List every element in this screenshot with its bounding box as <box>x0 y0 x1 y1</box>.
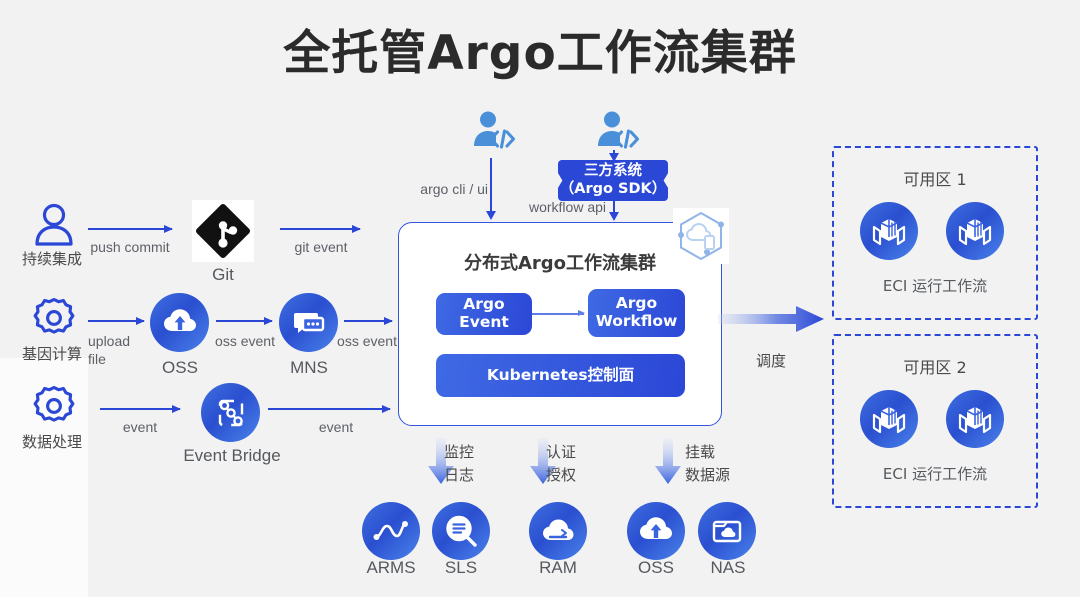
arrow-label-monitor-log-line1: 监控 <box>444 444 475 461</box>
gear-icon <box>32 384 76 428</box>
arrow-label-auth: 认证 授权 <box>546 442 606 487</box>
middleware-label-event-bridge: Event Bridge <box>183 446 281 465</box>
kubernetes-control-plane-box[interactable]: Kubernetes控制面 <box>436 354 685 397</box>
argo-workflow-line1: Argo <box>615 294 658 313</box>
arrow-mount-data <box>655 438 681 484</box>
arrow-label-eb-event: event <box>318 419 354 435</box>
arrow-argo-cli <box>486 158 496 220</box>
arrow-auth <box>530 438 556 484</box>
container-icon <box>860 202 918 260</box>
arrow-label-auth-line1: 认证 <box>546 444 577 461</box>
arrow-label-mount-data-line2: 数据源 <box>685 466 731 484</box>
gear-icon <box>32 296 76 340</box>
arrow-monitor-log <box>428 438 454 484</box>
arrow-eb-event <box>268 404 391 413</box>
nas-folder-icon <box>698 502 756 560</box>
cloud-hexagon-icon <box>673 208 729 264</box>
left-accent-band <box>0 358 88 597</box>
container-icon <box>860 390 918 448</box>
arrow-label-monitor-log-line2: 日志 <box>444 466 475 484</box>
arrow-label-monitor-log: 监控 日志 <box>444 442 504 487</box>
git-icon <box>192 200 254 262</box>
cloud-upload-icon <box>150 293 209 352</box>
user-icon <box>33 203 75 247</box>
zone-1-title: 可用区 1 <box>903 170 967 189</box>
container-icon <box>946 390 1004 448</box>
arrow-label-auth-line2: 授权 <box>546 466 577 484</box>
cloud-upload-icon <box>627 502 685 560</box>
middleware-label-git: Git <box>212 265 234 284</box>
argo-event-box[interactable]: Argo Event <box>436 293 532 335</box>
arrow-label-oss-event-1: oss event <box>215 333 275 349</box>
arrow-label-upload-file-text: upload file <box>88 333 131 368</box>
service-label-ram: RAM <box>539 558 577 577</box>
sdk-box-line2: （Argo SDK） <box>559 180 667 197</box>
schedule-arrow <box>718 306 824 332</box>
arrow-label-argo-cli: argo cli / ui <box>420 181 488 197</box>
third-party-sdk-box[interactable]: 三方系统 （Argo SDK） <box>558 160 668 201</box>
source-label-data-processing: 数据处理 <box>21 434 82 451</box>
zone-2-title: 可用区 2 <box>903 358 967 377</box>
argo-workflow-box[interactable]: Argo Workflow <box>588 289 685 337</box>
service-label-sls: SLS <box>444 558 478 577</box>
arrow-oss-event-2 <box>344 316 393 325</box>
cloud-shield-icon <box>529 502 587 560</box>
arrow-label-event-left: event <box>122 419 158 435</box>
message-icon <box>279 293 338 352</box>
sdk-box-line1: 三方系统 <box>584 162 642 179</box>
arrow-label-workflow-api: workflow api <box>528 199 606 215</box>
developer-icon <box>470 110 516 155</box>
arrow-event-left <box>100 404 181 413</box>
arrow-dev-to-sdk <box>609 150 619 162</box>
zone-2-caption: ECI 运行工作流 <box>882 465 988 483</box>
event-bridge-icon <box>201 383 260 442</box>
service-label-nas: NAS <box>710 558 746 577</box>
schedule-label: 调度 <box>755 353 786 370</box>
page-title: 全托管Argo工作流集群 <box>283 26 797 81</box>
argo-cluster-card: 分布式Argo工作流集群 Argo Event Argo Workflow Ku… <box>398 222 722 426</box>
container-icon <box>946 202 1004 260</box>
arrow-label-upload-file: upload file <box>88 332 144 368</box>
arrow-upload-file <box>88 316 145 325</box>
service-label-oss-bottom: OSS <box>638 558 674 577</box>
arrow-label-oss-event-2: oss event <box>337 333 397 349</box>
argo-workflow-line2: Workflow <box>595 312 678 330</box>
source-label-genomics: 基因计算 <box>21 346 82 363</box>
availability-zone-1: 可用区 1 ECI 运行工作流 <box>832 146 1038 320</box>
zone-1-caption: ECI 运行工作流 <box>882 277 988 295</box>
metrics-line-icon <box>362 502 420 560</box>
arrow-push-commit <box>88 224 173 233</box>
cluster-title: 分布式Argo工作流集群 <box>463 253 657 274</box>
availability-zone-2: 可用区 2 ECI 运行工作流 <box>832 334 1038 508</box>
arrow-label-push-commit: push commit <box>90 239 170 255</box>
arrow-event-to-workflow <box>532 310 585 316</box>
arrow-label-mount-data-line1: 挂载 <box>685 444 716 461</box>
arrow-label-mount-data: 挂载 数据源 <box>685 442 761 487</box>
log-search-icon <box>432 502 490 560</box>
service-label-arms: ARMS <box>366 558 416 577</box>
middleware-label-mns: MNS <box>290 358 328 377</box>
source-label-ci: 持续集成 <box>21 251 82 268</box>
middleware-label-oss: OSS <box>162 358 198 377</box>
arrow-oss-event-1 <box>216 316 273 325</box>
arrow-label-git-event: git event <box>294 239 348 255</box>
developer-icon <box>594 110 640 155</box>
arrow-git-event <box>280 224 361 233</box>
arrow-workflow-api <box>609 201 619 221</box>
